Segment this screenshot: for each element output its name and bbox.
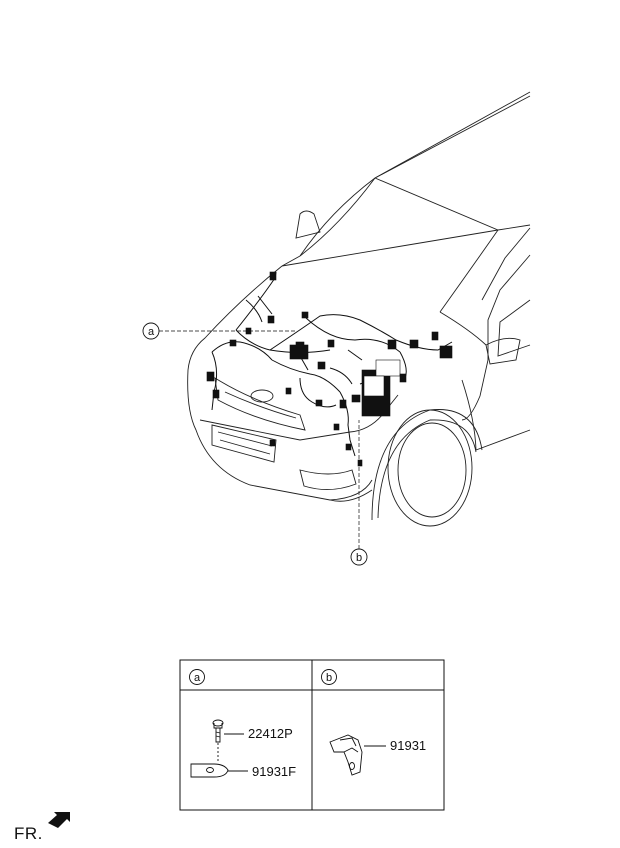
part-number-91931: 91931 [390,738,426,753]
callout-a-label: a [148,326,155,338]
callout-a: a [142,322,296,340]
bracket-91931-drawing [329,734,386,776]
detail-table [179,659,445,811]
panel-a-header-label: a [194,672,201,684]
harness-connectors [206,271,453,467]
front-direction-arrow-icon [48,812,70,828]
front-direction-label: FR. [14,824,43,843]
part-number-91931f: 91931F [252,764,296,779]
car-outline [187,91,531,527]
part-number-22412p: 22412P [248,726,293,741]
panel-a-header: a [189,669,205,685]
callout-b: b [350,420,368,566]
panel-b-header-label: b [326,672,332,684]
callout-b-label: b [356,552,362,564]
bolt-part-drawing [212,719,244,762]
panel-b-header: b [321,669,337,685]
bracket-91931f-drawing [190,763,248,778]
